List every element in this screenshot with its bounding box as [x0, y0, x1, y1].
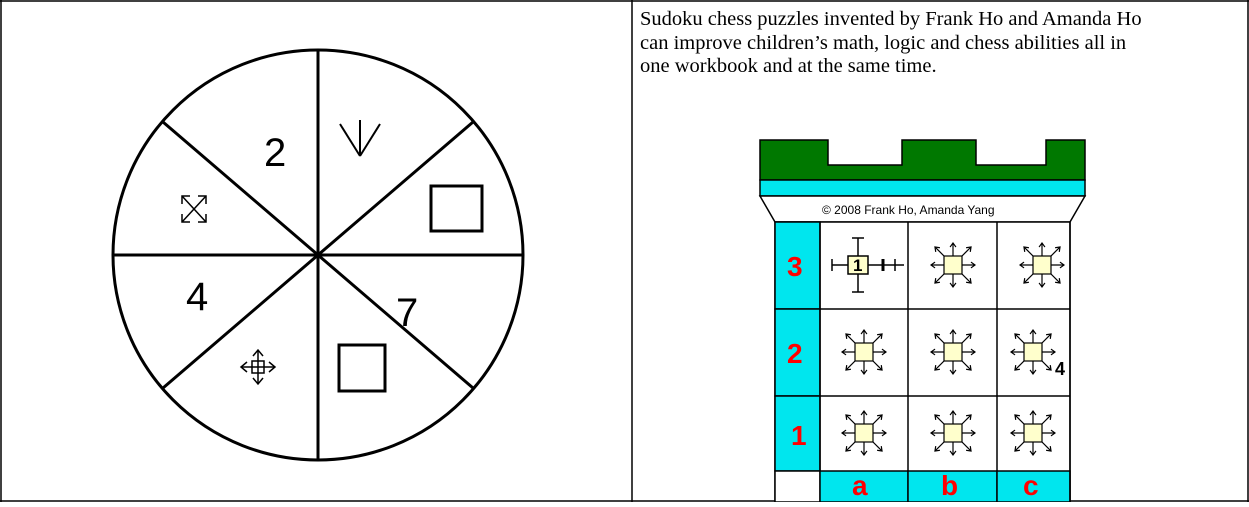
eight-way-piece-icon: [931, 330, 975, 374]
eight-way-piece-icon: [1011, 330, 1055, 374]
eight-way-piece-icon: [1020, 243, 1064, 287]
square-icon: [431, 186, 482, 231]
eight-way-piece-icon: [931, 411, 975, 455]
marked-number: 1: [853, 256, 862, 275]
copyright-text: © 2008 Frank Ho, Amanda Yang: [822, 203, 995, 217]
corner-number: 4: [1055, 359, 1065, 379]
file-label-a: a: [852, 470, 868, 501]
eight-way-piece-icon: [1011, 411, 1055, 455]
rank-label-1: 1: [791, 420, 807, 451]
rank-label-2: 2: [787, 338, 803, 369]
wheel-number-7: 7: [396, 291, 418, 335]
rank-label-3: 3: [787, 251, 803, 282]
square-icon: [339, 345, 385, 391]
eight-way-piece-icon: [842, 330, 886, 374]
wheel-number-2: 2: [264, 131, 286, 175]
wheel-diagram: 2 4 7: [113, 50, 523, 460]
file-label-c: c: [1023, 470, 1039, 501]
sudoku-chess-puzzle: © 2008 Frank Ho, Amanda Yang 3 2 1 a b c: [760, 140, 1085, 502]
eight-way-piece-icon: [842, 411, 886, 455]
tower-battlements: [760, 140, 1085, 180]
wheel-number-4: 4: [186, 275, 208, 319]
file-label-b: b: [941, 470, 958, 501]
tower-cyan-band: [760, 180, 1085, 196]
description-text: Sudoku chess puzzles invented by Frank H…: [640, 8, 1160, 79]
eight-way-piece-icon: [931, 243, 975, 287]
